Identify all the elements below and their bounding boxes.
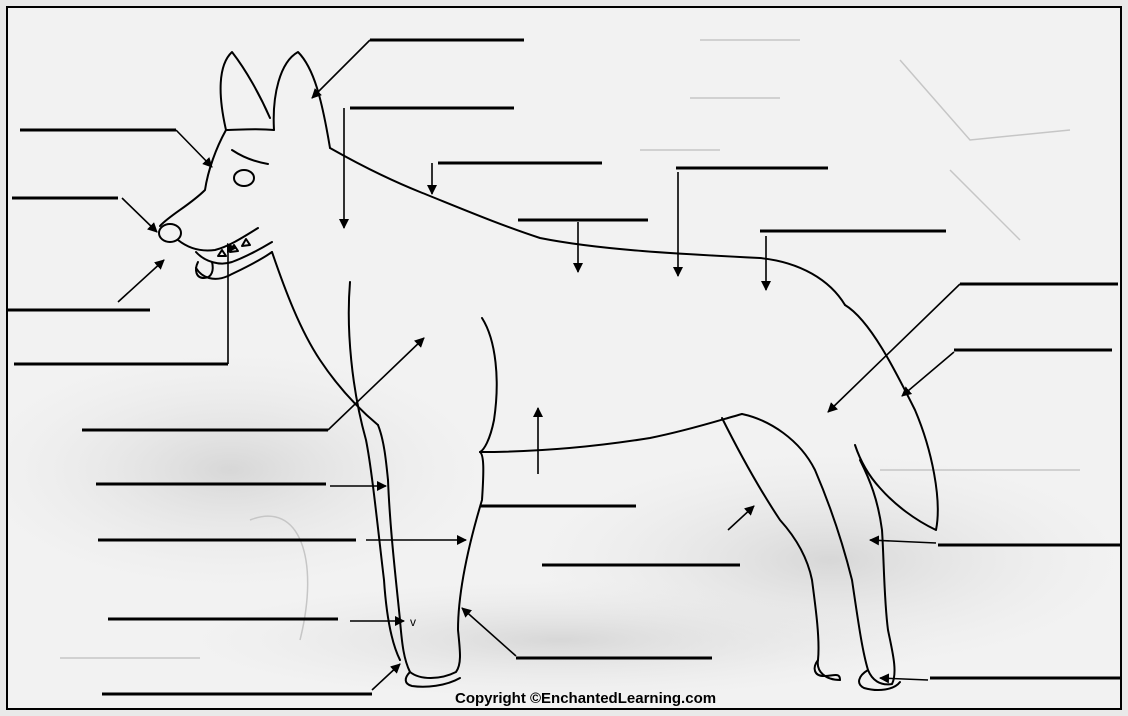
- dewclaw-mark: v: [410, 615, 416, 629]
- copyright-notice: Copyright ©EnchantedLearning.com: [455, 690, 716, 707]
- scan-smudge: [180, 580, 940, 700]
